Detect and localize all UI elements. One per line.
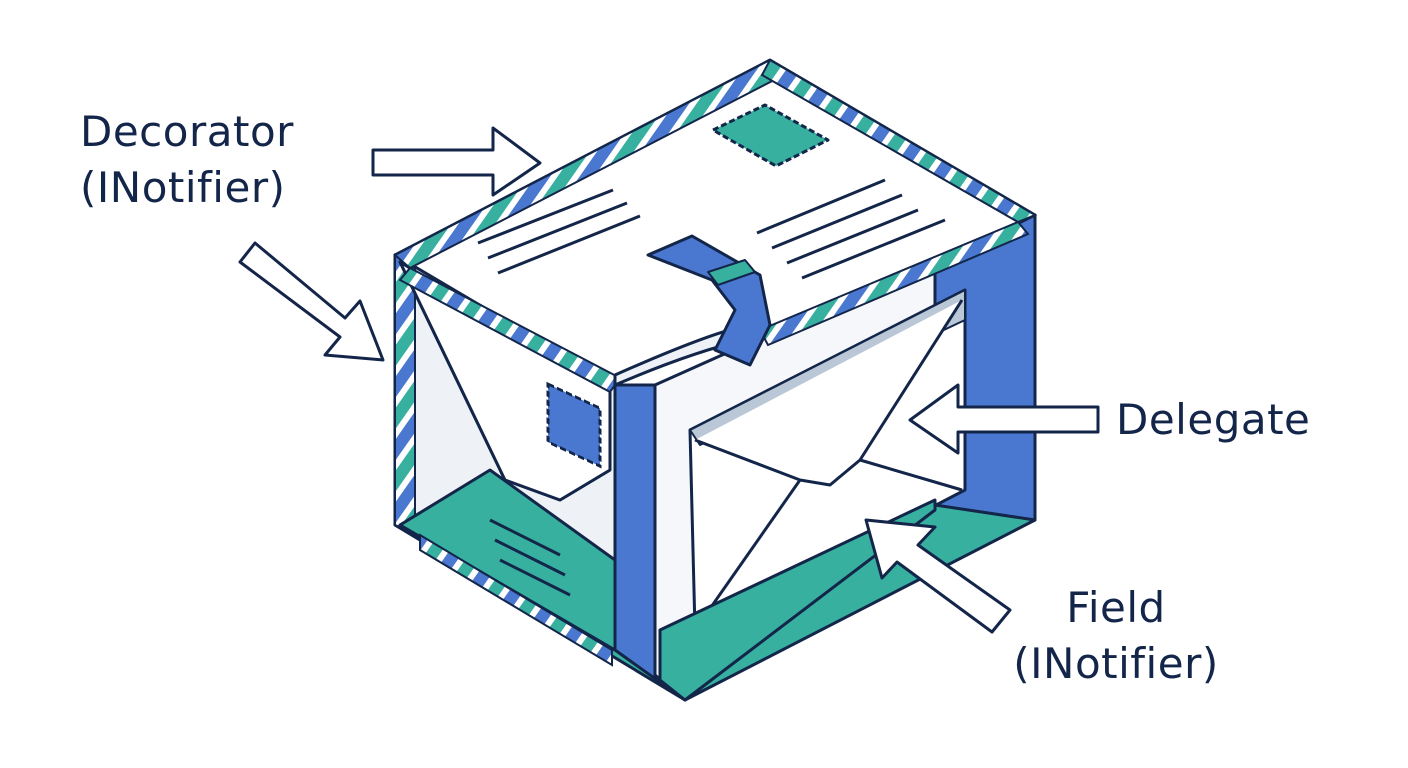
arrow-icon-field bbox=[864, 518, 1012, 634]
label-delegate-text: Delegate bbox=[1116, 395, 1311, 444]
envelope-flap bbox=[694, 299, 964, 487]
lid-stamp-icon bbox=[711, 103, 830, 168]
arrow-icon-delegate bbox=[908, 383, 1100, 455]
arrow-icon-decorator-side bbox=[238, 241, 385, 362]
airmail-border-lid-front-right bbox=[758, 220, 1030, 347]
envelope-fold-right bbox=[859, 458, 963, 492]
airmail-border-lid-front bbox=[398, 266, 622, 394]
label-decorator-line2: (INotifier) bbox=[80, 163, 286, 212]
label-field: Field (INotifier) bbox=[1006, 580, 1226, 692]
strap-clip bbox=[707, 259, 756, 286]
label-decorator: Decorator (INotifier) bbox=[80, 104, 294, 216]
stamp-icon bbox=[546, 381, 602, 469]
airmail-border-bottom bbox=[419, 533, 613, 667]
label-field-line2: (INotifier) bbox=[1013, 639, 1219, 688]
label-delegate: Delegate bbox=[1116, 392, 1310, 448]
label-field-line1: Field bbox=[1066, 583, 1166, 632]
label-decorator-line1: Decorator bbox=[80, 107, 294, 156]
airmail-border-left bbox=[394, 253, 416, 535]
arrow-icon-decorator-top bbox=[371, 126, 542, 197]
